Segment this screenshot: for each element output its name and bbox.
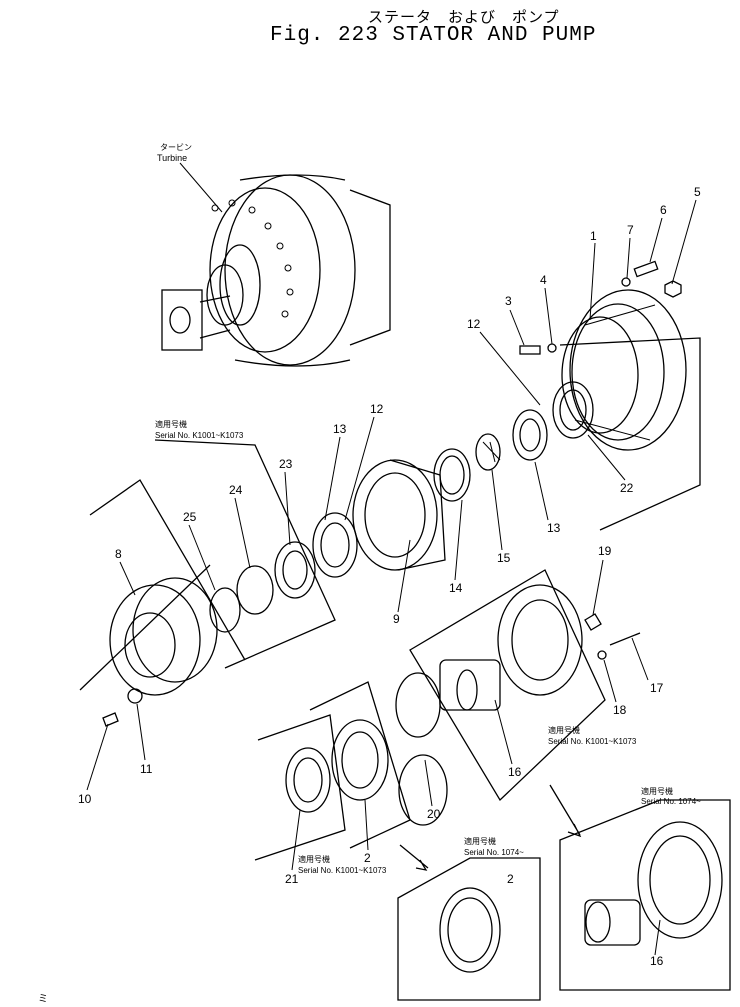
part-number-6: 6 [660,203,667,217]
seal-group [102,681,448,861]
part-number-1: 1 [590,229,597,243]
part-number-18: 18 [613,703,627,717]
figure-title-japanese: ステータ および ポンプ [368,8,560,26]
serial-jp-4: 適用号機 [464,836,496,846]
part-number-14: 14 [449,581,463,595]
part-number-19: 19 [598,544,612,558]
part-number-4: 4 [540,273,547,287]
turbine-assembly [161,174,391,367]
serial-1074-2: Serial No. 1074~ [641,797,701,806]
part-number-2: 2 [364,851,371,865]
part-number-8: 8 [115,547,122,561]
part-number-3: 3 [505,294,512,308]
part-number-16b: 16 [650,954,664,968]
serial-annotations: 適用号機 Serial No. K1001~K1073 適用号機 Serial … [38,419,701,1005]
part-number-23: 23 [279,457,293,471]
part-number-9: 9 [393,612,400,626]
part-number-16a: 16 [508,765,522,779]
serial-k1001-3: Serial No. K1001~K1073 [298,866,387,875]
part-number-7: 7 [627,223,634,237]
part-number-13b: 13 [547,521,561,535]
part-number-21: 21 [285,872,299,886]
part-number-13a: 13 [333,422,347,436]
part-number-11: 11 [140,762,153,776]
serial-jp-2: 適用号機 [548,725,580,735]
part-number-20: 20 [427,807,441,821]
part-number-24: 24 [229,483,243,497]
part-number-12a: 12 [370,402,384,416]
part-number-25: 25 [183,510,197,524]
part-number-5: 5 [694,185,701,199]
serial-jp-1: 適用号機 [155,419,187,429]
serial-k1001-2: Serial No. K1001~K1073 [548,737,637,746]
part-number-22: 22 [620,481,634,495]
inset-part-2 [397,844,541,1001]
part-number-15: 15 [497,551,511,565]
serial-jp-5: 適用号機 [641,786,673,796]
part-number-labels: 1 2 3 4 5 6 7 8 9 10 11 12 12 13 13 14 1… [78,185,701,968]
inset-part-16 [549,784,731,991]
serial-k1001-1: Serial No. K1001~K1073 [155,431,244,440]
turbine-label-jp: タービン [160,143,192,152]
figure-title: Fig. 223 STATOR AND PUMP [270,24,597,47]
stator-group [79,439,446,696]
leader-lines [86,199,697,956]
part-number-10: 10 [78,792,92,806]
part-number-17: 17 [650,681,664,695]
serial-1074-1: Serial No. 1074~ [464,848,524,857]
serial-jp-3: 適用号機 [298,854,330,864]
part-number-2-inset: 2 [507,872,514,886]
corner-mark: ミ [38,994,48,1005]
pump-housing-group [433,260,701,531]
turbine-label: Turbine [157,153,187,163]
pump-shaft-group [395,569,641,802]
turbine-leader [179,162,223,213]
part-number-12b: 12 [467,317,481,331]
